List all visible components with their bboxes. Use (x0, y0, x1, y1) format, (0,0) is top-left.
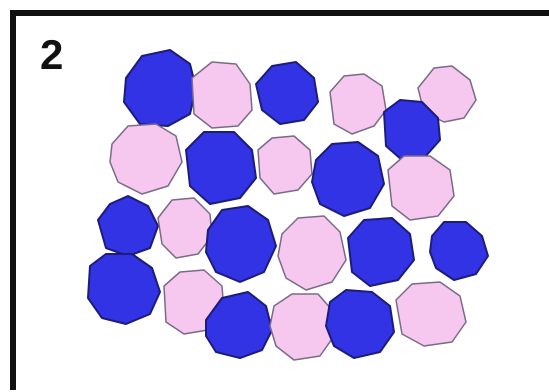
dark-cell (206, 206, 276, 282)
light-cell (270, 294, 334, 360)
light-cell (330, 74, 386, 134)
dark-cell (88, 254, 160, 324)
light-cell (258, 136, 312, 194)
dark-cell (256, 62, 318, 124)
dark-cell (186, 132, 256, 204)
light-cell (388, 156, 454, 220)
light-cell (192, 62, 252, 128)
dark-cell (348, 218, 414, 286)
dark-cell (326, 290, 394, 358)
light-cell (396, 282, 466, 346)
dark-cell (430, 222, 488, 280)
dark-cell (98, 196, 158, 256)
light-cell (110, 124, 182, 194)
light-cell (158, 198, 212, 258)
dark-cell (312, 142, 384, 216)
dark-cell (124, 50, 196, 126)
light-cell (278, 216, 346, 290)
